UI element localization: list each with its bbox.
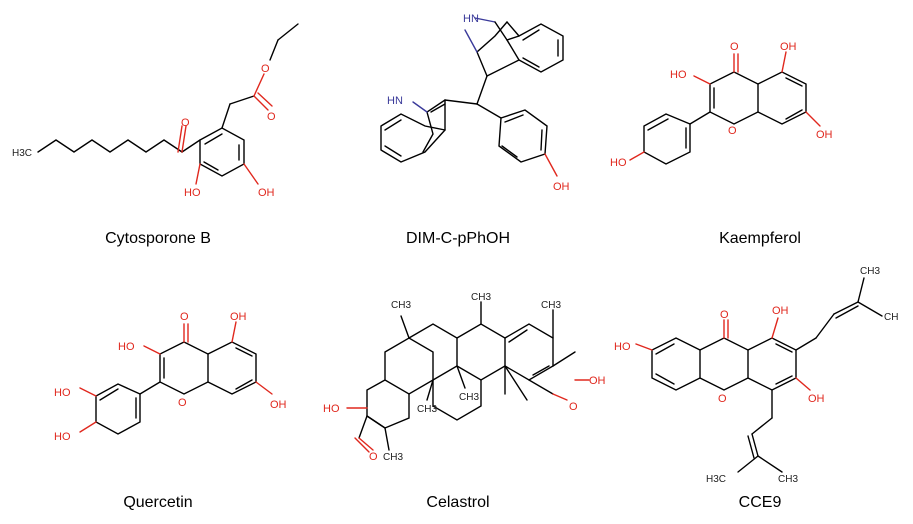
atom-label: O [181, 117, 190, 129]
structure-dim-c-pphoh: HN HN OH [380, 13, 570, 193]
atom-label: OH [816, 129, 833, 141]
atom-label: OH [808, 393, 825, 405]
atom-label: CH3 [383, 452, 403, 463]
atom-label: HO [670, 69, 687, 81]
atom-label: O [178, 397, 187, 409]
molecule-kaempferol: O OH HO OH O HO [610, 0, 913, 240]
molecule-name-quercetin: Quercetin [123, 494, 193, 511]
atom-label: O [569, 401, 578, 413]
atom-label: CH3 [459, 392, 479, 403]
atom-label: HN [387, 95, 403, 107]
atom-label: OH [772, 305, 789, 317]
atom-label: OH [553, 181, 570, 193]
atom-label: CH3 [860, 266, 880, 277]
atom-label: HO [54, 387, 71, 399]
atom-label: CH3 [471, 292, 491, 303]
atom-label: O [718, 393, 727, 405]
atom-label: OH [589, 375, 606, 387]
molecule-dim-c-pphoh: HN HN OH [305, 0, 610, 240]
molecule-cce9: HO O OH OH O CH3 CH H3C CH3 [610, 260, 913, 500]
structure-quercetin: O OH HO HO HO O OH [54, 311, 287, 443]
atom-label: OH [258, 187, 275, 199]
molecule-celastrol: CH3 CH3 CH3 CH3 CH3 CH3 HO O OH O [305, 260, 610, 500]
molecule-cytosporone-b: H3C O O O HO OH [0, 0, 305, 240]
atom-label: O [261, 63, 270, 75]
atom-label: O [180, 311, 189, 323]
structure-celastrol: CH3 CH3 CH3 CH3 CH3 CH3 HO O OH O [323, 292, 606, 463]
atom-label: O [369, 451, 378, 463]
structure-cytosporone-b: H3C O O O HO OH [12, 23, 299, 199]
atom-label: HO [118, 341, 135, 353]
atom-label: OH [230, 311, 247, 323]
atom-label: HN [463, 13, 479, 25]
structure-kaempferol: O OH HO OH O HO [610, 41, 833, 169]
atom-label: HO [614, 341, 631, 353]
molecule-name-cce9: CCE9 [738, 494, 782, 511]
atom-label: OH [780, 41, 797, 53]
atom-label: HO [184, 187, 201, 199]
atom-label: HO [610, 157, 627, 169]
atom-label: O [728, 125, 737, 137]
molecule-name-celastrol: Celastrol [426, 494, 490, 511]
molecule-name-dim-c-pphoh: DIM-C-pPhOH [405, 230, 510, 247]
atom-label: O [720, 309, 729, 321]
atom-label: HO [323, 403, 340, 415]
atom-label: CH3 [417, 404, 437, 415]
molecule-name-cytosporone-b: Cytosporone B [105, 230, 211, 247]
atom-label: CH [884, 312, 898, 323]
molecule-name-kaempferol: Kaempferol [719, 230, 801, 247]
structure-cce9: HO O OH OH O CH3 CH H3C CH3 [614, 266, 898, 485]
atom-label: OH [270, 399, 287, 411]
atom-label: CH3 [778, 474, 798, 485]
molecule-quercetin: O OH HO HO HO O OH [0, 260, 305, 500]
atom-label: H3C [706, 474, 726, 485]
atom-label: HO [54, 431, 71, 443]
atom-label: O [730, 41, 739, 53]
atom-label: CH3 [391, 300, 411, 311]
atom-label: CH3 [541, 300, 561, 311]
atom-label: O [267, 111, 276, 123]
atom-label: H3C [12, 148, 32, 159]
